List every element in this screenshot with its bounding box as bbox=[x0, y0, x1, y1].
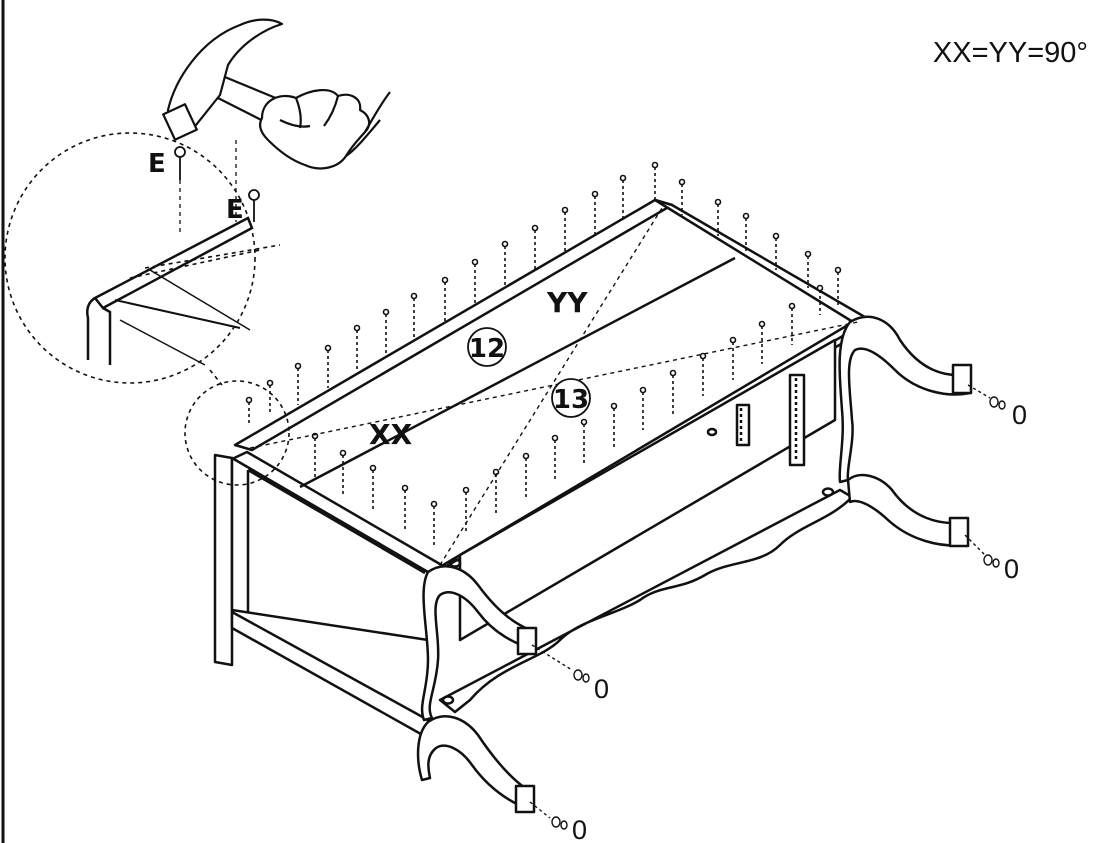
nail-icon bbox=[591, 190, 599, 236]
nail-icon bbox=[531, 224, 539, 270]
nail-icon bbox=[561, 206, 569, 252]
callout-board-edge bbox=[93, 216, 254, 310]
screw-icon bbox=[964, 534, 1000, 568]
nail-icon bbox=[382, 308, 390, 355]
stretcher-rail bbox=[438, 488, 854, 714]
nail-icon bbox=[551, 434, 559, 480]
nail-icon bbox=[639, 386, 647, 430]
nail-icon bbox=[235, 140, 260, 222]
nail-icon bbox=[401, 484, 409, 530]
leg-back-right-top bbox=[838, 315, 972, 484]
screw-label-3: 0 bbox=[594, 674, 609, 704]
screw-icon bbox=[529, 801, 568, 830]
screws bbox=[529, 384, 1006, 830]
hammer-icon bbox=[162, 18, 391, 170]
callout-small-circle bbox=[184, 380, 290, 486]
nail-label-mid: E bbox=[226, 195, 244, 225]
screw-icon bbox=[531, 644, 590, 683]
part-12-label: 12 bbox=[469, 334, 505, 364]
leg-front-left-top bbox=[420, 565, 538, 722]
nail-icon bbox=[339, 449, 347, 495]
legs bbox=[416, 315, 973, 814]
nail-icon bbox=[816, 284, 824, 315]
nail-icon bbox=[772, 232, 780, 270]
nail-icon bbox=[678, 178, 686, 215]
nail-icon bbox=[522, 452, 530, 498]
nail-icon bbox=[471, 258, 479, 305]
diagonals bbox=[249, 207, 859, 566]
part-13-circle bbox=[551, 378, 591, 418]
nail-icon bbox=[651, 161, 659, 200]
diagonal-yy-line bbox=[439, 207, 663, 566]
nail-icon bbox=[410, 292, 418, 338]
nail-icon bbox=[266, 379, 274, 415]
part-12-circle bbox=[467, 327, 507, 367]
nail-icon bbox=[311, 432, 319, 480]
nail-icon bbox=[430, 500, 438, 548]
nail-icon bbox=[174, 146, 186, 235]
nail-icon bbox=[324, 344, 332, 388]
nail-icon bbox=[714, 198, 722, 236]
leg-front-left-bottom bbox=[416, 715, 532, 812]
nail-icon bbox=[669, 369, 677, 414]
hand bbox=[258, 89, 371, 170]
callout-large-circle bbox=[4, 132, 256, 384]
screw-label-2: 0 bbox=[1004, 554, 1019, 584]
nail-icon bbox=[758, 320, 766, 364]
nail-icon bbox=[804, 250, 812, 288]
nail-icon bbox=[834, 266, 842, 305]
nail-icon bbox=[245, 396, 253, 425]
table-frame bbox=[213, 198, 872, 740]
nail-icon bbox=[501, 240, 509, 288]
nail-icon bbox=[580, 418, 588, 464]
magnifier-callout bbox=[4, 132, 290, 486]
left-end-face bbox=[213, 453, 234, 667]
angle-note: XX=YY=90° bbox=[933, 37, 1088, 69]
nail-icon bbox=[619, 174, 627, 220]
part-callouts bbox=[467, 327, 591, 418]
nail-icon bbox=[294, 362, 302, 405]
screw-label-4: 0 bbox=[572, 815, 587, 843]
nail-icon bbox=[699, 352, 707, 396]
part-13-label: 13 bbox=[553, 385, 589, 415]
nail-icon bbox=[353, 324, 361, 372]
screw-label-1: 0 bbox=[1012, 400, 1027, 430]
nail-label-top: E bbox=[148, 149, 166, 179]
nail-icon bbox=[742, 212, 750, 252]
screw-icon bbox=[967, 384, 1006, 410]
nail-icon bbox=[441, 276, 449, 322]
nail-icon bbox=[462, 486, 470, 532]
nail-icon bbox=[610, 402, 618, 448]
nails-front-row bbox=[311, 302, 796, 548]
diagonal-xx-label: XX bbox=[369, 418, 413, 451]
nail-icon bbox=[369, 464, 377, 512]
nails-back-row bbox=[245, 161, 842, 425]
nail-icon bbox=[788, 302, 796, 345]
diagonal-yy-label: YY bbox=[546, 286, 588, 319]
nail-icon bbox=[729, 336, 737, 380]
